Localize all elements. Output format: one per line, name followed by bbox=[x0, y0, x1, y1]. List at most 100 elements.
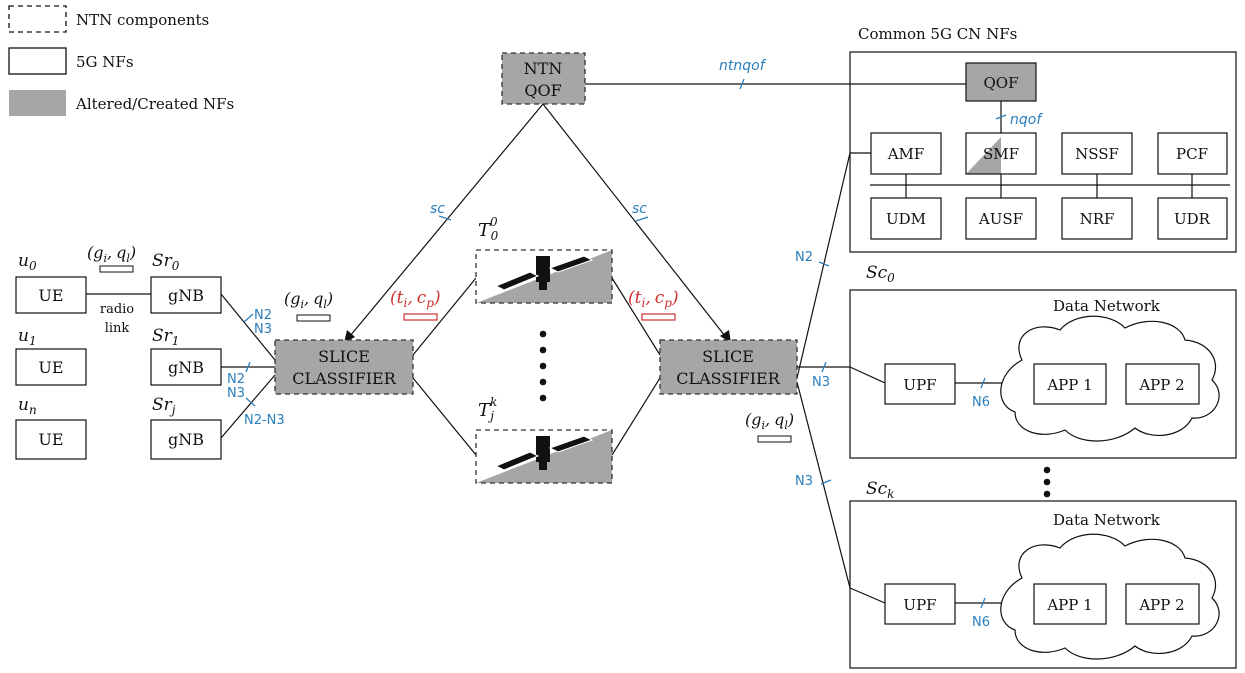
gq-label-right: (gi,ql) bbox=[745, 410, 794, 432]
tc-label-right: (ti,cp) bbox=[628, 288, 679, 310]
smf-corner bbox=[966, 133, 1004, 174]
tc-packet-right bbox=[641, 313, 676, 321]
core-qof-label: QOF bbox=[983, 74, 1018, 92]
radio-link-annotation: (gi,ql) radio link bbox=[87, 243, 136, 336]
slice-0-frame bbox=[849, 289, 1237, 459]
n6-label-k: N6 bbox=[972, 615, 990, 630]
sc-label-left: sc bbox=[430, 201, 445, 217]
slice-0-cloud bbox=[1000, 315, 1220, 442]
satellite-dot-3 bbox=[539, 362, 547, 370]
slice-classifier-left-line2: CLASSIFIER bbox=[292, 369, 396, 388]
slice-0-app2-label: APP 2 bbox=[1138, 376, 1184, 394]
udr-box bbox=[1157, 197, 1228, 240]
satellite-j-icon bbox=[494, 435, 594, 471]
ue-box-1 bbox=[15, 348, 87, 386]
satellite-dot-4 bbox=[539, 378, 547, 386]
udr-label: UDR bbox=[1174, 210, 1211, 228]
arrowhead-left bbox=[344, 330, 355, 343]
n2-label-0: N2 bbox=[254, 308, 272, 323]
gnb-box-0 bbox=[150, 276, 222, 314]
satellite-0-panel-left bbox=[494, 271, 540, 291]
slice-0-app1-box bbox=[1033, 363, 1107, 405]
slice-k-frame bbox=[849, 500, 1237, 669]
slice-0-app2-box bbox=[1125, 363, 1200, 405]
n6-label-0: N6 bbox=[972, 395, 990, 410]
slice-0-upf-box bbox=[884, 363, 956, 405]
gq-label-left: (gi,ql) bbox=[284, 289, 333, 311]
tc-annotation-right: (ti,cp) bbox=[628, 288, 679, 321]
ntnqof-tick bbox=[739, 78, 745, 90]
ntn-qof-line1: NTN bbox=[524, 59, 563, 78]
radio-label: radio bbox=[100, 302, 134, 317]
nqof-tick bbox=[995, 114, 1007, 120]
gnb-text-j: gNB bbox=[168, 430, 204, 449]
gnb-label-1: Sr1 bbox=[152, 326, 179, 348]
legend-dashed-swatch bbox=[8, 5, 67, 33]
n3-label-slicek: N3 bbox=[795, 474, 813, 489]
tc-packet-left bbox=[403, 313, 438, 321]
gq-packet-right bbox=[757, 435, 792, 443]
satellite-0-body bbox=[536, 256, 550, 282]
slice-dot-3 bbox=[1043, 490, 1051, 498]
left-to-satj bbox=[412, 377, 477, 456]
smf-label: SMF bbox=[983, 145, 1019, 163]
upf0-stub bbox=[849, 366, 886, 384]
satellite-j-panel-right bbox=[548, 435, 594, 453]
slice-k-upf-box bbox=[884, 583, 956, 625]
slice-classifier-left-box bbox=[274, 339, 414, 395]
upfk-stub bbox=[849, 587, 886, 604]
n3-slicek-link bbox=[796, 381, 851, 589]
satellite-j-base bbox=[539, 462, 547, 470]
n2n3-label-j: N2-N3 bbox=[244, 413, 285, 428]
nrf-box bbox=[1061, 197, 1133, 240]
gq-annotation-left: (gi,ql) bbox=[284, 289, 333, 322]
tc-label-left: (ti,cp) bbox=[390, 288, 441, 310]
sc-tick-left bbox=[438, 215, 452, 221]
ntnqof-label: ntnqof bbox=[719, 58, 767, 74]
ue-column: u0 UE u1 UE un UE bbox=[15, 251, 87, 460]
n2n3-tick-0 bbox=[243, 313, 254, 323]
satellite-dot-1 bbox=[539, 330, 547, 338]
slice-0-dn-title: Data Network bbox=[1053, 297, 1161, 315]
udm-label: UDM bbox=[886, 210, 926, 228]
n3-label-slice0: N3 bbox=[812, 375, 830, 390]
satellite-j-panel-left bbox=[494, 451, 540, 471]
link-label: link bbox=[105, 321, 130, 336]
sat0-to-right bbox=[611, 277, 661, 356]
slice-dot-1 bbox=[1043, 466, 1051, 474]
nssf-box bbox=[1061, 132, 1133, 175]
ntn-qof: NTN QOF bbox=[501, 52, 586, 105]
legend: NTN components 5G NFs Altered/Created NF… bbox=[8, 5, 234, 116]
satellite-dot-5 bbox=[539, 394, 547, 402]
satellite-0-box bbox=[475, 249, 613, 304]
amf-box bbox=[870, 132, 942, 175]
core-network: Common 5G CN NFs QOF AMF SMF NSSF PCF UD… bbox=[849, 25, 1237, 253]
smf-box bbox=[965, 132, 1037, 175]
slice-classifier-right-line1: SLICE bbox=[702, 347, 754, 366]
gq-label-radio: (gi,ql) bbox=[87, 243, 136, 265]
legend-filled-swatch bbox=[9, 90, 66, 116]
interface-ticks bbox=[243, 78, 1007, 609]
gnb-label-0: Sr0 bbox=[152, 251, 180, 273]
slice-k-label: Sck bbox=[866, 479, 894, 501]
n6-tick-k bbox=[980, 597, 986, 609]
tc-annotation-left: (ti,cp) bbox=[390, 288, 441, 321]
qof-to-left-arrow bbox=[349, 103, 544, 337]
gnb0-link bbox=[220, 293, 276, 361]
satellite-dots bbox=[539, 330, 547, 402]
legend-solid-swatch bbox=[8, 47, 67, 75]
satellite-dot-2 bbox=[539, 346, 547, 354]
smf-grey-half bbox=[966, 137, 1001, 174]
satellite-0-icon bbox=[494, 255, 594, 291]
ausf-box bbox=[965, 197, 1037, 240]
slice-k-upf-label: UPF bbox=[903, 596, 936, 614]
nqof-label: nqof bbox=[1010, 112, 1043, 128]
ue-box-0 bbox=[15, 276, 87, 314]
nssf-label: NSSF bbox=[1075, 145, 1119, 163]
slice-dot-2 bbox=[1043, 478, 1051, 486]
n2-core-label: N2 bbox=[795, 250, 813, 265]
